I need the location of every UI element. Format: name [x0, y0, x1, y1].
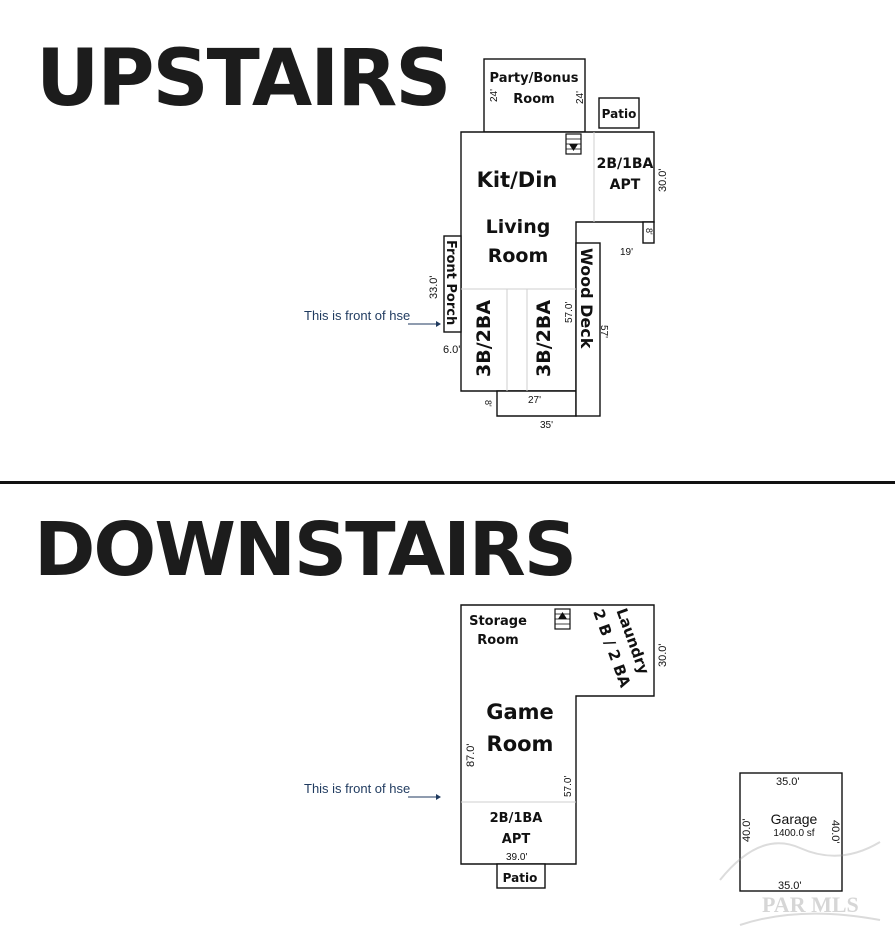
wood-deck: [575, 242, 601, 417]
garage: [739, 772, 843, 892]
section-divider: [0, 481, 895, 484]
upstairs-plan: Party/Bonus Room 24' 24' Patio Kit/Din L…: [304, 58, 669, 431]
party-dim-left: 24': [489, 89, 500, 102]
wood-deck-label: Wood Deck: [577, 248, 596, 349]
kit-din-label: Kit/Din: [477, 168, 558, 192]
party-room: [483, 58, 586, 133]
porch-width-dim: 6.0': [443, 344, 460, 356]
upstairs-front-note: This is front of hse: [304, 308, 410, 323]
wood-deck-dim: 57': [598, 325, 609, 338]
downstairs-heading: DOWNSTAIRS: [34, 507, 577, 593]
front-porch-label: Front Porch: [443, 240, 458, 325]
upstairs-heading: UPSTAIRS: [36, 34, 451, 124]
bottom-dim-inner: 27': [528, 395, 541, 406]
garage-bottom-dim: 35.0': [778, 880, 802, 892]
garage-area: 1400.0 sf: [773, 828, 814, 839]
downstairs-front-note: This is front of hse: [304, 781, 410, 796]
downstairs-apt-label: 2B/1BA: [490, 811, 543, 826]
party-room-label-2: Room: [513, 92, 554, 107]
upstairs-apt-dim-small: 8': [644, 228, 654, 235]
game-room-label: Game: [486, 700, 554, 724]
upstairs-patio: [598, 97, 640, 129]
downstairs-left-dim: 87.0': [465, 743, 477, 767]
upstairs-patio-label: Patio: [602, 107, 637, 121]
porch-dim: 33.0': [428, 275, 440, 299]
storage-room-label-2: Room: [477, 633, 518, 648]
upstairs-apt-dim-bottom: 19': [620, 247, 633, 258]
bedroom-a-label: 3B/2BA: [473, 300, 495, 377]
mls-watermark-logo: PAR MLS: [719, 841, 881, 926]
upstairs-inner-dim: 57.0': [564, 302, 575, 323]
party-dim-right: 24': [575, 91, 586, 104]
downstairs-apt-dim: 39.0': [506, 852, 527, 863]
living-room-label-2: Room: [488, 245, 549, 267]
garage-left-dim: 40.0': [741, 818, 753, 842]
storage-room-label: Storage: [469, 614, 527, 629]
front-porch: [443, 235, 462, 333]
downstairs-inner-dim: 57.0': [563, 776, 574, 797]
upstairs-apt-label-2: APT: [610, 177, 641, 193]
party-room-label: Party/Bonus: [490, 71, 579, 86]
laundry-dim: 30.0': [657, 643, 669, 667]
downstairs-patio: [496, 863, 546, 889]
downstairs-plan: Storage Room Laundry 2 B / 2 BA 30.0' Ga…: [304, 604, 843, 892]
upstairs-apt-label: 2B/1BA: [597, 156, 654, 172]
bedroom-b-label: 3B/2BA: [533, 300, 555, 377]
stairs-down-icon: [565, 133, 582, 155]
stairs-up-icon: [554, 608, 571, 630]
watermark-text: PAR MLS: [762, 892, 859, 917]
upstairs-main-body: [460, 131, 655, 392]
garage-right-dim: 40.0': [829, 820, 841, 844]
garage-top-dim: 35.0': [776, 776, 800, 788]
garage-label: Garage: [771, 811, 818, 827]
game-room-label-2: Room: [487, 732, 554, 756]
downstairs-patio-label: Patio: [503, 871, 538, 885]
living-room-label: Living: [486, 216, 551, 238]
bottom-dim-small: 8': [483, 400, 493, 407]
upstairs-right-step: [642, 221, 655, 244]
downstairs-apt-label-2: APT: [502, 832, 531, 847]
upstairs-apt-dim: 30.0': [657, 168, 669, 192]
downstairs-main-body: [460, 604, 655, 865]
bottom-dim-outer: 35': [540, 420, 553, 431]
